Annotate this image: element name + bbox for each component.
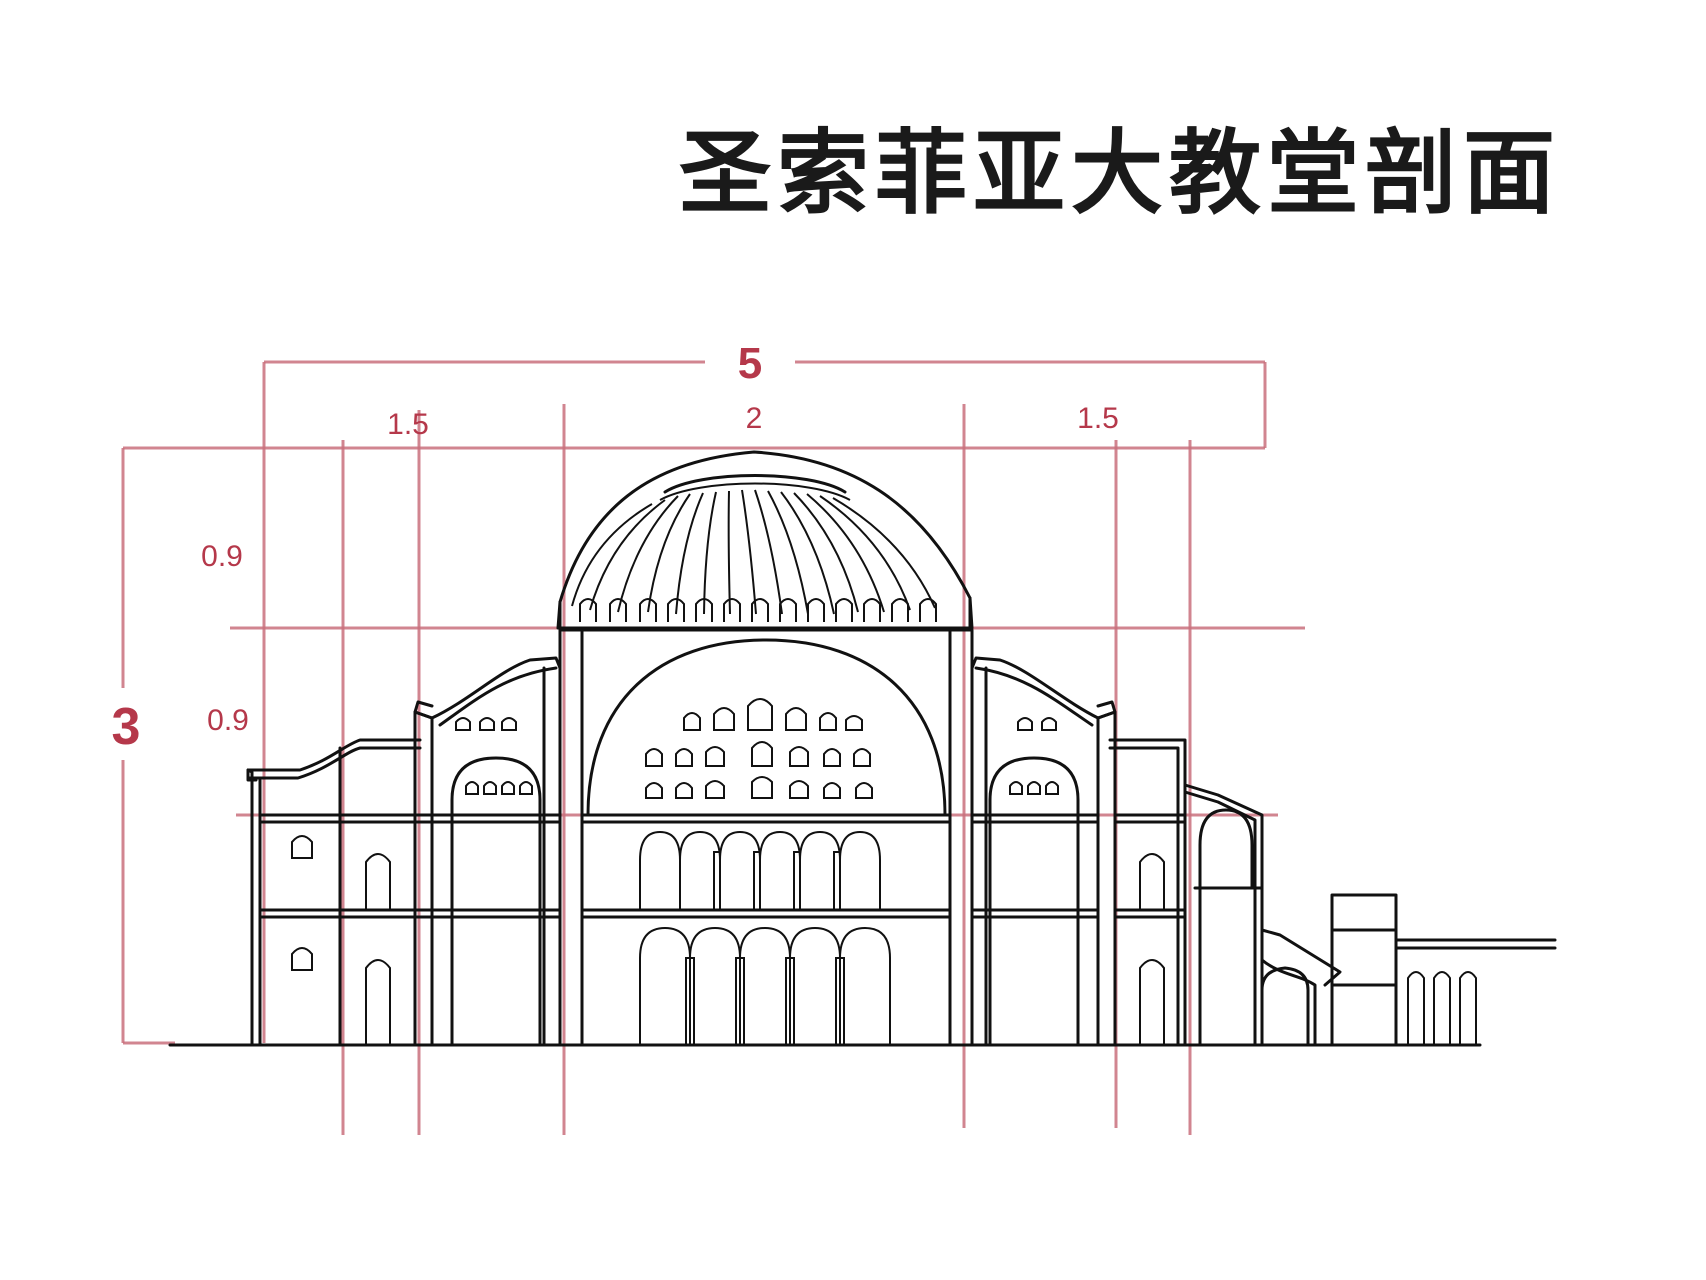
dim-total-width: 5	[738, 339, 762, 388]
central-nave	[558, 628, 974, 1047]
main-dome	[556, 450, 974, 632]
dim-middle-height: 0.9	[207, 704, 249, 737]
right-buttress	[1183, 783, 1557, 1047]
ground-arcade	[639, 926, 891, 1046]
dim-left-span: 1.5	[387, 408, 429, 441]
cathedral-section	[168, 450, 1557, 1047]
dim-upper-height: 0.9	[201, 540, 243, 573]
tympanum-windows	[645, 698, 873, 799]
gallery-arcade	[639, 830, 881, 911]
right-wing	[970, 656, 1117, 1047]
left-aisle	[246, 738, 434, 1047]
right-aisle	[1108, 738, 1187, 1047]
left-wing	[413, 656, 562, 1047]
dim-total-height: 3	[112, 698, 141, 756]
drawing-title: 圣索菲亚大教堂剖面	[679, 119, 1561, 227]
dimension-labels: 5 1.5 2 1.5 3 0.9 0.9	[112, 339, 1119, 756]
dim-right-span: 1.5	[1077, 402, 1119, 435]
dim-center-span: 2	[746, 402, 763, 435]
